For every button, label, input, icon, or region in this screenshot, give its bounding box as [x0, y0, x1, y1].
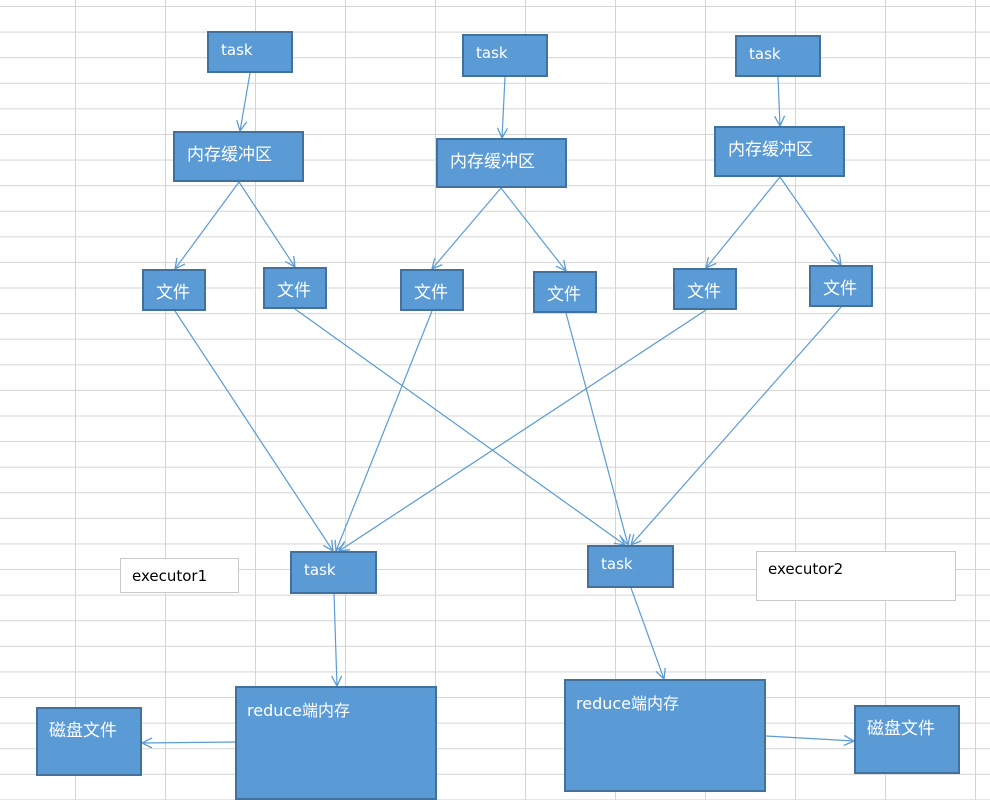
disk-file-1: 磁盘文件 — [36, 707, 142, 776]
memory-buffer-2-label: 内存缓冲区 — [450, 152, 535, 172]
disk-file-2-label: 磁盘文件 — [867, 719, 935, 739]
reduce-memory-2: reduce端内存 — [564, 679, 766, 792]
reduce-task-1-label: task — [304, 561, 336, 579]
map-task-1: task — [207, 31, 293, 73]
edge-buffer3-to-file6 — [779, 176, 841, 265]
reduce-memory-1-label: reduce端内存 — [247, 701, 351, 720]
file-2-label: 文件 — [277, 281, 311, 301]
edge-reduce-task1-to-memory1 — [334, 593, 337, 686]
map-task-3: task — [735, 35, 821, 77]
edge-memory2-to-disk2 — [765, 736, 854, 741]
map-task-2-label: task — [476, 44, 508, 62]
edge-file4-to-reduce-task2 — [565, 312, 628, 545]
edge-buffer1-to-file2 — [238, 181, 295, 267]
edge-memory1-to-disk1 — [142, 742, 236, 743]
edge-task1-to-buffer1 — [240, 72, 251, 131]
edge-buffer2-to-file4 — [500, 187, 566, 271]
disk-file-1-label: 磁盘文件 — [49, 721, 117, 741]
edge-buffer2-to-file3 — [432, 187, 502, 269]
edge-reduce-task2-to-memory2 — [630, 587, 664, 679]
file-1-label: 文件 — [156, 283, 190, 303]
file-6-label: 文件 — [823, 279, 857, 299]
memory-buffer-1: 内存缓冲区 — [173, 131, 304, 182]
reduce-memory-1: reduce端内存 — [235, 686, 437, 800]
memory-buffer-1-label: 内存缓冲区 — [187, 145, 272, 165]
edge-file5-to-reduce-task1 — [339, 309, 707, 551]
file-6: 文件 — [809, 265, 873, 307]
executor-2-label-box: executor2 — [756, 551, 956, 601]
executor-2-label: executor2 — [768, 560, 844, 578]
map-task-3-label: task — [749, 45, 781, 63]
memory-buffer-2: 内存缓冲区 — [436, 138, 567, 188]
edge-buffer3-to-file5 — [706, 176, 781, 268]
edge-file3-to-reduce-task1 — [336, 310, 433, 551]
edge-task3-to-buffer3 — [778, 76, 780, 126]
executor-1-label: executor1 — [132, 567, 208, 585]
edge-task2-to-buffer2 — [502, 76, 505, 138]
memory-buffer-3: 内存缓冲区 — [714, 126, 845, 177]
file-5: 文件 — [673, 268, 737, 310]
memory-buffer-3-label: 内存缓冲区 — [728, 140, 813, 160]
reduce-memory-2-label: reduce端内存 — [576, 694, 680, 713]
reduce-task-2: task — [587, 545, 674, 588]
disk-file-2: 磁盘文件 — [854, 705, 960, 774]
file-2: 文件 — [263, 267, 327, 309]
reduce-task-2-label: task — [601, 555, 633, 573]
file-3: 文件 — [400, 269, 464, 311]
map-task-1-label: task — [221, 41, 253, 59]
file-4-label: 文件 — [547, 285, 581, 305]
edge-buffer1-to-file1 — [175, 181, 240, 269]
map-task-2: task — [462, 34, 548, 77]
edge-file2-to-reduce-task2 — [294, 308, 625, 545]
edge-file1-to-reduce-task1 — [174, 310, 333, 551]
edge-file6-to-reduce-task2 — [631, 306, 842, 545]
file-1: 文件 — [142, 269, 206, 311]
executor-1-label-box: executor1 — [120, 558, 239, 593]
reduce-task-1: task — [290, 551, 377, 594]
file-5-label: 文件 — [687, 282, 721, 302]
file-4: 文件 — [533, 271, 597, 313]
file-3-label: 文件 — [414, 283, 448, 303]
